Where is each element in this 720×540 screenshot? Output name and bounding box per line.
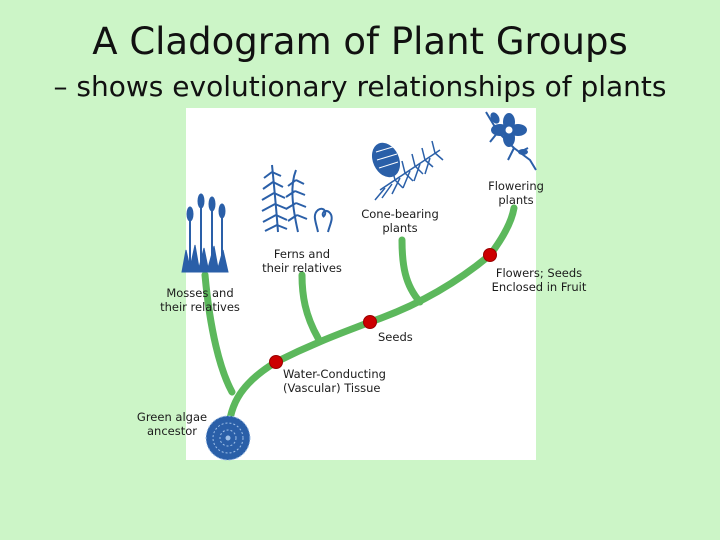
moss-icon xyxy=(181,193,229,273)
fruit-node xyxy=(483,248,497,262)
seeds-node xyxy=(363,315,377,329)
slide-subtitle: – shows evolutionary relationships of pl… xyxy=(53,70,667,103)
trunk-branch xyxy=(224,251,494,444)
fern-icon xyxy=(261,164,333,233)
flower-icon xyxy=(485,111,537,171)
vascular-tissue-label: Water-Conducting(Vascular) Tissue xyxy=(283,367,386,395)
fern-branch xyxy=(298,271,322,342)
moss-branch xyxy=(201,271,236,396)
trait-nodes xyxy=(269,248,497,369)
cone-branch xyxy=(398,236,424,306)
flowering-branch xyxy=(486,204,518,259)
vascular-node xyxy=(269,355,283,369)
cladogram-panel xyxy=(186,108,536,460)
seeds-label: Seeds xyxy=(378,330,413,344)
slide-title: A Cladogram of Plant Groups xyxy=(92,20,628,63)
pinecone-icon xyxy=(371,140,444,201)
cladogram-branches xyxy=(201,204,518,444)
algae-icon xyxy=(205,415,251,461)
